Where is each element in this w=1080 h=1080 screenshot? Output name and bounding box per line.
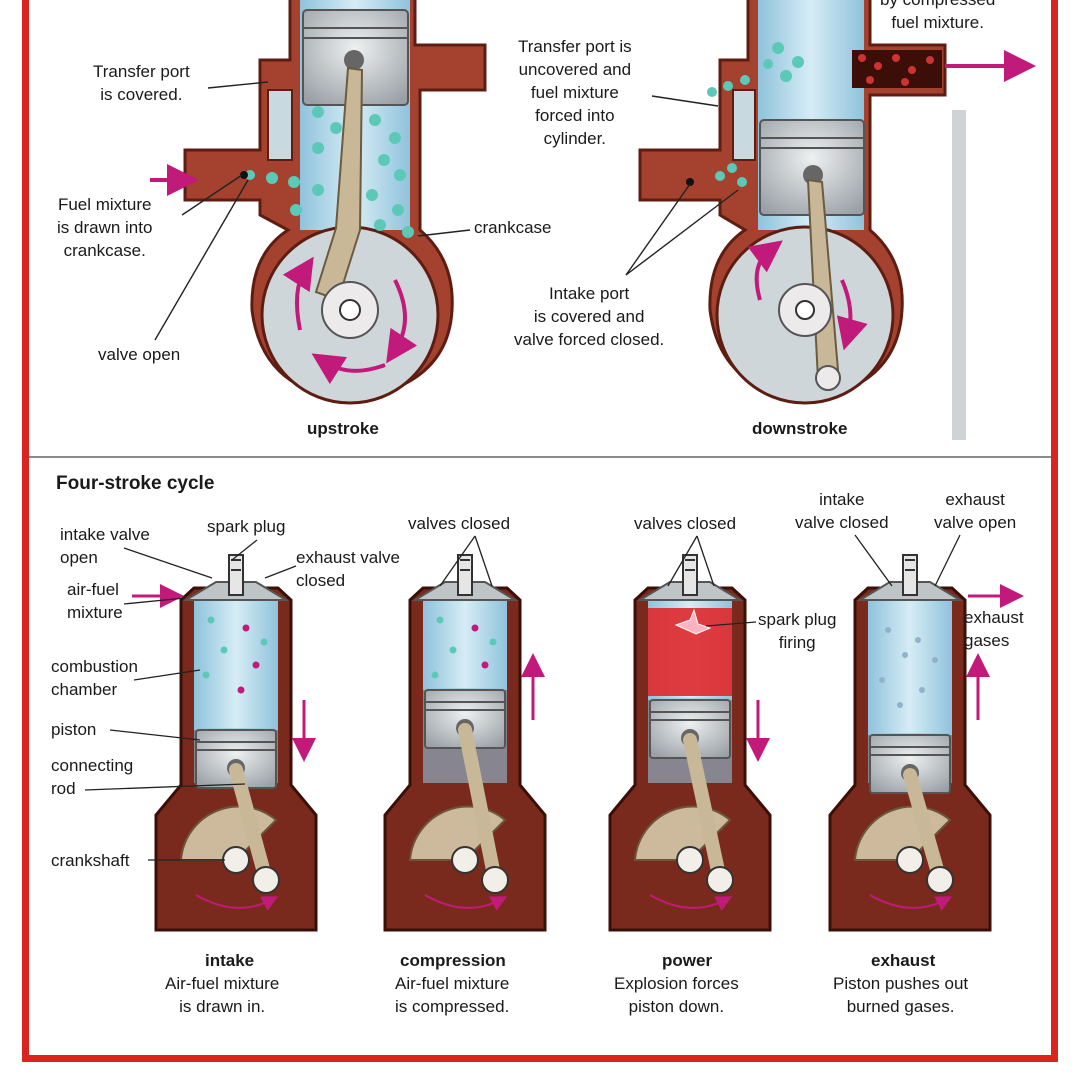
valves-closed-label-power: valves closed bbox=[634, 514, 737, 533]
exhaust-valve-closed-label: exhaust valve closed bbox=[296, 548, 400, 590]
compressed-fuel-caption: by compressed fuel mixture. bbox=[880, 0, 995, 32]
stroke-desc-intake: Air-fuel mixture is drawn in. bbox=[165, 974, 280, 1016]
engine-intake bbox=[154, 554, 318, 932]
engine-downstroke bbox=[638, 0, 1036, 405]
transfer-port-covered-label: Transfer port is covered. bbox=[93, 62, 190, 104]
spark-plug-label: spark plug bbox=[207, 517, 286, 536]
combustion-chamber-label: combustion chamber bbox=[51, 657, 138, 699]
fuel-drawn-label: Fuel mixture is drawn into crankcase. bbox=[57, 195, 153, 260]
spark-plug-firing-label: spark plug firing bbox=[758, 610, 837, 652]
stroke-name-intake: intake bbox=[205, 951, 255, 970]
intake-valve-open-label: intake valve open bbox=[60, 525, 150, 567]
four-stroke-title: Four-stroke cycle bbox=[56, 473, 215, 494]
exhaust-valve-open-label: exhaust valve open bbox=[934, 490, 1017, 532]
valves-closed-label-compression: valves closed bbox=[408, 514, 511, 533]
intake-valve-closed-label: intake valve closed bbox=[795, 490, 889, 532]
transfer-port-uncovered-label: Transfer port is uncovered and fuel mixt… bbox=[518, 37, 632, 148]
air-fuel-mixture-label: air-fuel mixture bbox=[67, 580, 123, 622]
exhaust-gases-label: exhaust gases bbox=[964, 608, 1024, 650]
crankshaft-label: crankshaft bbox=[51, 851, 130, 870]
four-stroke-leaders bbox=[84, 534, 961, 861]
section-divider bbox=[29, 456, 1051, 458]
crankcase-label: crankcase bbox=[474, 218, 552, 237]
engine-compression bbox=[383, 554, 547, 932]
piston-label: piston bbox=[51, 720, 97, 739]
upstroke-caption: upstroke bbox=[307, 419, 379, 438]
fuel-mixture-dots bbox=[245, 106, 414, 238]
stroke-name-exhaust: exhaust bbox=[871, 951, 936, 970]
valve-open-label: valve open bbox=[98, 345, 181, 364]
engine-power bbox=[608, 554, 772, 932]
stroke-name-power: power bbox=[662, 951, 713, 970]
engine-exhaust bbox=[828, 554, 992, 932]
stroke-desc-power: Explosion forces piston down. bbox=[614, 974, 739, 1016]
downstroke-caption: downstroke bbox=[752, 419, 848, 438]
stroke-desc-compression: Air-fuel mixture is compressed. bbox=[395, 974, 510, 1016]
two-stroke-leaders bbox=[154, 81, 739, 341]
side-strip bbox=[952, 110, 966, 440]
intake-port-covered-label: Intake port is covered and valve forced … bbox=[514, 284, 665, 349]
engine-upstroke bbox=[150, 0, 487, 405]
connecting-rod-label: connecting rod bbox=[51, 756, 134, 798]
stroke-name-compression: compression bbox=[400, 951, 506, 970]
stroke-desc-exhaust: Piston pushes out burned gases. bbox=[833, 974, 969, 1016]
compressed-mixture-block bbox=[852, 50, 942, 88]
